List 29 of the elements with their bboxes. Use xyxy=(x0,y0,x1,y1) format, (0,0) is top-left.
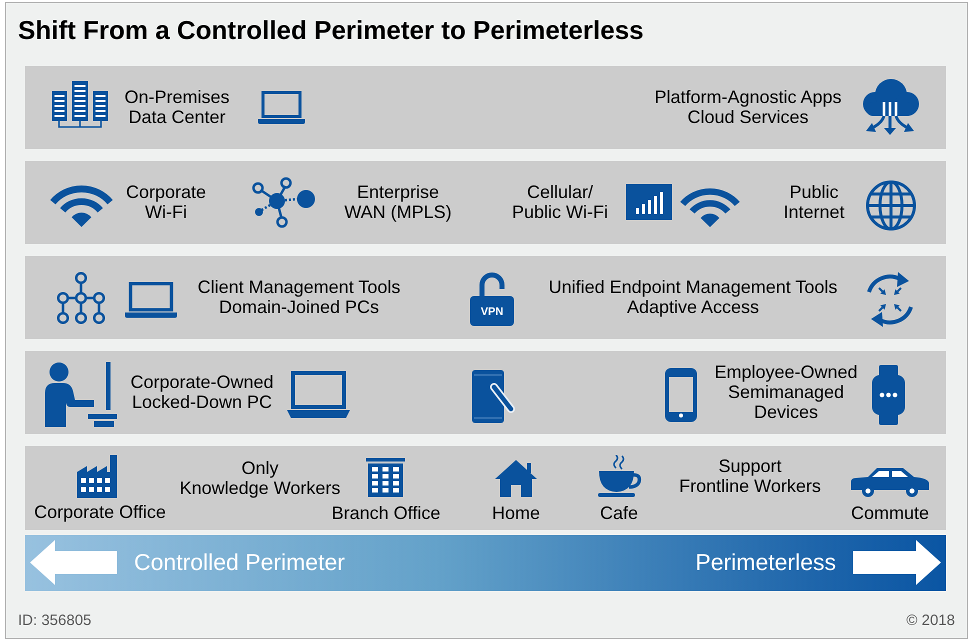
band-label: Only Knowledge Workers xyxy=(180,458,340,498)
title: Shift From a Controlled Perimeter to Perimeterless xyxy=(18,14,644,46)
category-band xyxy=(25,66,946,149)
band-label: Enterprise WAN (MPLS) xyxy=(344,182,452,222)
band-label: Cellular/ Public Wi-Fi xyxy=(512,182,608,222)
category-band xyxy=(25,446,946,530)
band-label: Commute xyxy=(850,503,930,523)
scale-label: Perimeterless xyxy=(695,548,836,576)
band-label: Corporate-Owned Locked-Down PC xyxy=(130,372,274,412)
band-label: Corporate Wi-Fi xyxy=(126,182,206,222)
band-label: Employee-Owned Semimanaged Devices xyxy=(714,362,858,422)
figure-id: ID: 356805 xyxy=(18,612,92,630)
band-label: Cafe xyxy=(600,503,638,523)
band-label: Public Internet xyxy=(783,182,845,222)
padlock-label: VPN xyxy=(480,306,504,319)
band-label: Platform-Agnostic Apps Cloud Services xyxy=(654,87,842,127)
band-label: Unified Endpoint Management Tools Adaptive Access xyxy=(548,277,838,317)
category-band xyxy=(25,351,946,434)
band-label: Corporate Office xyxy=(34,502,166,522)
band-label: Client Management Tools Domain-Joined PCs xyxy=(198,277,400,317)
band-label: Branch Office xyxy=(332,503,440,523)
scale-label: Controlled Perimeter xyxy=(134,548,345,576)
category-band xyxy=(25,256,946,339)
band-label: On-Premises Data Center xyxy=(124,87,230,127)
copyright-notice: © 2018 xyxy=(906,612,955,630)
band-label: Support Frontline Workers xyxy=(679,456,821,496)
category-band xyxy=(25,161,946,244)
gradient-band xyxy=(25,535,946,591)
band-label: Home xyxy=(492,503,540,523)
